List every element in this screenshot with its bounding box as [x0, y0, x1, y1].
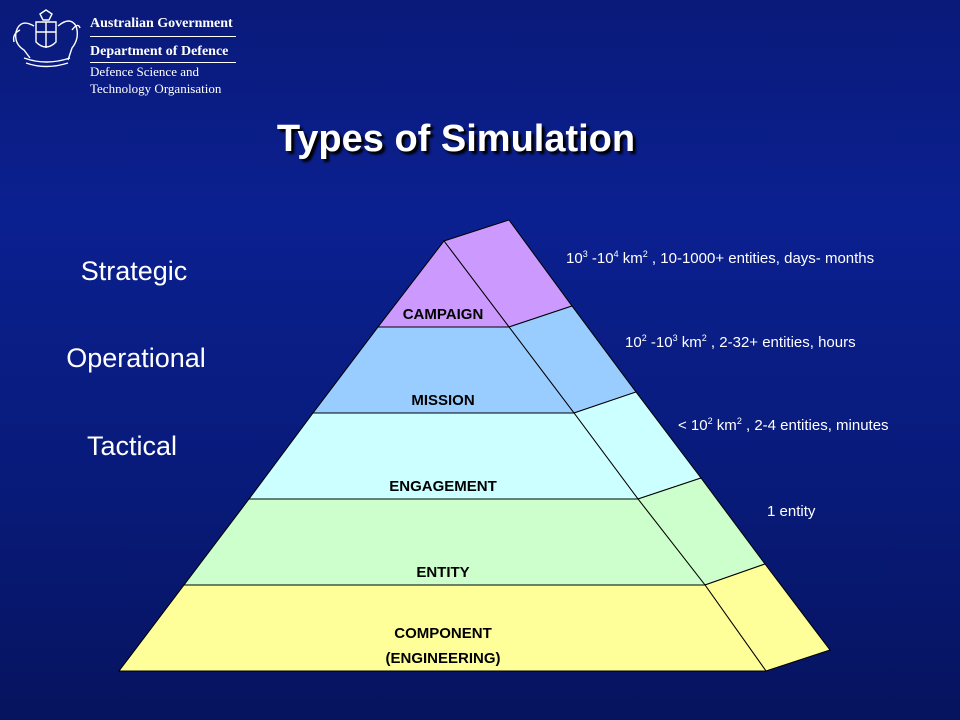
ann-mission-b1: 10 [625, 334, 642, 351]
ann-campaign-m2: km [618, 250, 643, 267]
layer-label-engagement: ENGAGEMENT [389, 478, 497, 495]
annotation-campaign: 103 -104 km2 , 10-1000+ entities, days- … [566, 249, 874, 267]
annotation-mission: 102 -103 km2 , 2-32+ entities, hours [625, 333, 856, 351]
ann-engagement-tail: , 2-4 entities, minutes [741, 417, 889, 434]
layer-component [117, 584, 767, 672]
layer-label-engineering: (ENGINEERING) [385, 650, 500, 667]
level-operational: Operational [66, 343, 206, 373]
ann-engagement-b1: < 10 [678, 417, 708, 434]
ann-campaign-e3: 2 [642, 249, 648, 259]
ann-mission-e2: 3 [672, 333, 678, 343]
level-strategic: Strategic [80, 256, 188, 286]
slide-title: Types of Simulation [276, 118, 636, 160]
layer-label-component: COMPONENT [394, 625, 492, 642]
logo-line-3: Defence Science and [90, 64, 199, 79]
logo-line-1: Australian Government [90, 16, 233, 31]
ann-mission-m1: -10 [646, 334, 673, 351]
layer-label-entity: ENTITY [416, 564, 469, 581]
coat-of-arms-icon [12, 9, 81, 68]
ann-engagement-e1: 2 [707, 416, 713, 426]
ann-mission-m2: km [677, 334, 702, 351]
layer-label-mission: MISSION [411, 392, 474, 409]
logo-rule-bottom [90, 62, 236, 63]
ann-engagement-m1: km [712, 417, 737, 434]
ann-campaign-b1: 10 [566, 250, 583, 267]
annotation-entity: 1 entity [767, 503, 816, 520]
level-tactical: Tactical [86, 431, 178, 461]
annotation-engagement: < 102 km2 , 2-4 entities, minutes [678, 416, 889, 434]
ann-campaign-m1: -10 [587, 250, 614, 267]
ann-mission-e1: 2 [641, 333, 647, 343]
logo-rule-top [90, 36, 236, 37]
ann-campaign-e1: 3 [582, 249, 588, 259]
ann-mission-tail: , 2-32+ entities, hours [706, 334, 856, 351]
ann-campaign-e2: 4 [613, 249, 619, 259]
logo-line-4: Technology Organisation [90, 81, 222, 96]
ann-mission-e3: 2 [701, 333, 707, 343]
logo-line-2: Department of Defence [90, 44, 229, 59]
ann-engagement-e2: 2 [736, 416, 742, 426]
dsto-logo: Australian Government Department of Defe… [6, 8, 246, 100]
ann-campaign-tail: , 10-1000+ entities, days- months [647, 250, 875, 267]
layer-label-campaign: CAMPAIGN [403, 306, 484, 323]
